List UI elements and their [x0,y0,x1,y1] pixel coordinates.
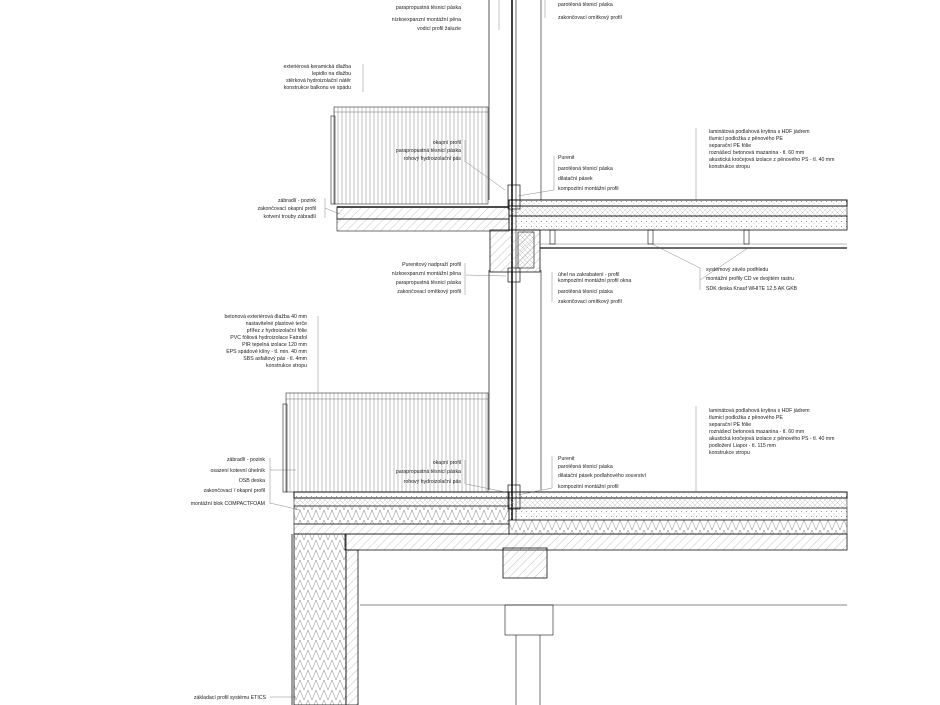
label: zakončovací omítkový profil [558,299,622,305]
label: nízkoexpanzní montážní pěna [392,17,461,23]
label: konstrukce balkonu ve spádu [284,85,351,91]
label-group-top-left: parapropustná těsnicí páska nízkoexpanzn… [392,5,461,32]
label: rohový hydroizolační pás [404,479,462,485]
label-group-terrace-left: zábradlí - pozink osazení kotevní úhelní… [191,457,266,507]
label: zakončovací omítkový profil [558,15,622,21]
label: kotvení trouby zábradlí [264,214,317,220]
label: SDK deska Knauf WHITE 12,5 AK GKB [706,286,798,292]
label: parotěsná těsnicí páska [558,464,613,470]
label: přířez z hydroizolační fólie [247,328,307,334]
label-group-balcony-left: zábradlí - pozink zakončovací okapní pro… [257,198,316,220]
label-group-floor2-layers: laminátová podlahová krytina s HDF jádre… [709,408,834,456]
label: osazení kotevní úhelník [210,468,265,474]
label-group-floor1-mid: Purenit parotěsná těsnicí páska dilatačn… [558,155,619,192]
label: konstrukce stropu [709,450,750,456]
label: zábradlí - pozink [278,198,316,204]
label: akustická kročejová izolace z pěnového P… [709,436,834,442]
label-group-balcony-note: exteriérová keramická dlažba lepidlo na … [284,64,352,91]
label: Purenitový nadpraží profil [402,262,461,268]
label-group-balcony-window: okapní profil parapropustná těsnicí pásk… [396,140,462,162]
label: stěrková hydroizolační nátěr [286,78,351,84]
label-group-lintel-right: úhel na zakrabatení - profil kompozitní … [558,272,631,305]
label-group-ceiling: systémový závěs podhledu montážní profil… [706,267,798,292]
leader-lines [269,0,749,698]
label: parotěsná těsnicí páska [558,166,613,172]
label: okapní profil [433,140,461,146]
label: konstrukce stropu [709,164,750,170]
label-group-top-right: parotěsná těsnicí páska zakončovací omít… [558,2,622,21]
label: tlumicí podložka z pěnového PE [709,415,783,421]
label-group-terrace-layers: betonová exteriérová dlažba 40 mm nastav… [225,314,308,369]
label: dilatační pásek [558,176,593,182]
label: úhel na zakrabatení - profil [558,272,619,278]
label: EPS spádové klíny - tl. min. 40 mm [226,349,307,355]
label: parotěsná těsnicí páska [558,2,613,8]
label: montážní profily CD ve dvojitém rastru [706,276,794,282]
label: dilatační pásek podlahového souvrství [558,473,647,479]
label: PIR tepelná izolace 120 mm [242,342,307,348]
label-group-lintel-left: Purenitový nadpraží profil nízkoexpanzní… [392,262,461,295]
label: montážní blok COMPACTFOAM [191,501,265,507]
terrace-lower [282,392,510,535]
label: kompozitní montážní profil okna [558,278,631,284]
label: betonová exteriérová dlažba 40 mm [225,314,307,320]
label: rohový hydroizolační pás [404,156,462,162]
label-group-floor2-mid: Purenit parotěsná těsnicí páska dilatačn… [558,456,647,490]
label: lepidlo na dlažbu [312,71,351,77]
label: separační PE fólie [709,422,751,428]
label: roznášecí betonová mazanina - tl. 60 mm [709,429,804,435]
ceiling-hangers [549,229,750,245]
ground-floor-wall [291,533,847,705]
label: konstrukce stropu [266,363,307,369]
label: kompozitní montážní profil [558,186,619,192]
label: laminátová podlahová krytina s HDF jádre… [709,129,810,135]
label: zábradlí - pozink [227,457,265,463]
label: zakončovací okapní profil [257,206,316,212]
label: Purenit [558,155,575,161]
label: nastavitelné plastové terče [246,321,308,327]
label: tlumicí podložka z pěnového PE [709,136,783,142]
label: vodicí profil žaluzie [417,26,461,32]
label: parapropustná těsnicí páska [396,280,461,286]
label: parapropustná těsnicí páska [396,148,461,154]
label: podložení Liapor - tl. 115 mm [709,443,776,449]
label: Purenit [558,456,575,462]
label-group-terrace-window: okapní profil parapropustná těsnicí pásk… [396,460,462,485]
floor-slab-upper [489,199,848,273]
label: kompozitní montážní profil [558,484,619,490]
label: parotěsná těsnicí páska [558,289,613,295]
label: roznášecí betonová mazanina - tl. 60 mm [709,150,804,156]
label-etics-base-profile: základací profil systému ETICS [194,695,267,701]
label: zakončovací omítkový profil [397,289,461,295]
label: OSB deska [239,478,265,484]
label-group-floor1-layers: laminátová podlahová krytina s HDF jádre… [709,129,834,170]
label: laminátová podlahová krytina s HDF jádre… [709,408,810,414]
label: systémový závěs podhledu [706,267,768,273]
label: exteriérová keramická dlažba [284,64,352,70]
label: parapropustná těsnicí páska [396,469,461,475]
floor-slab-lower [344,491,848,579]
label: zakončovací / okapní profil [204,488,265,494]
label: SBS asfaltový pás - tl. 4mm [243,356,307,362]
label: parapropustná těsnicí páska [396,5,461,11]
balcony-upper [330,106,510,232]
label: akustická kročejová izolace z pěnového P… [709,157,834,163]
label: nízkoexpanzní montážní pěna [392,271,461,277]
label: PVC fóliová hydroizolace Fatrafol [230,335,307,341]
label: okapní profil [433,460,461,466]
label: separační PE fólie [709,143,751,149]
